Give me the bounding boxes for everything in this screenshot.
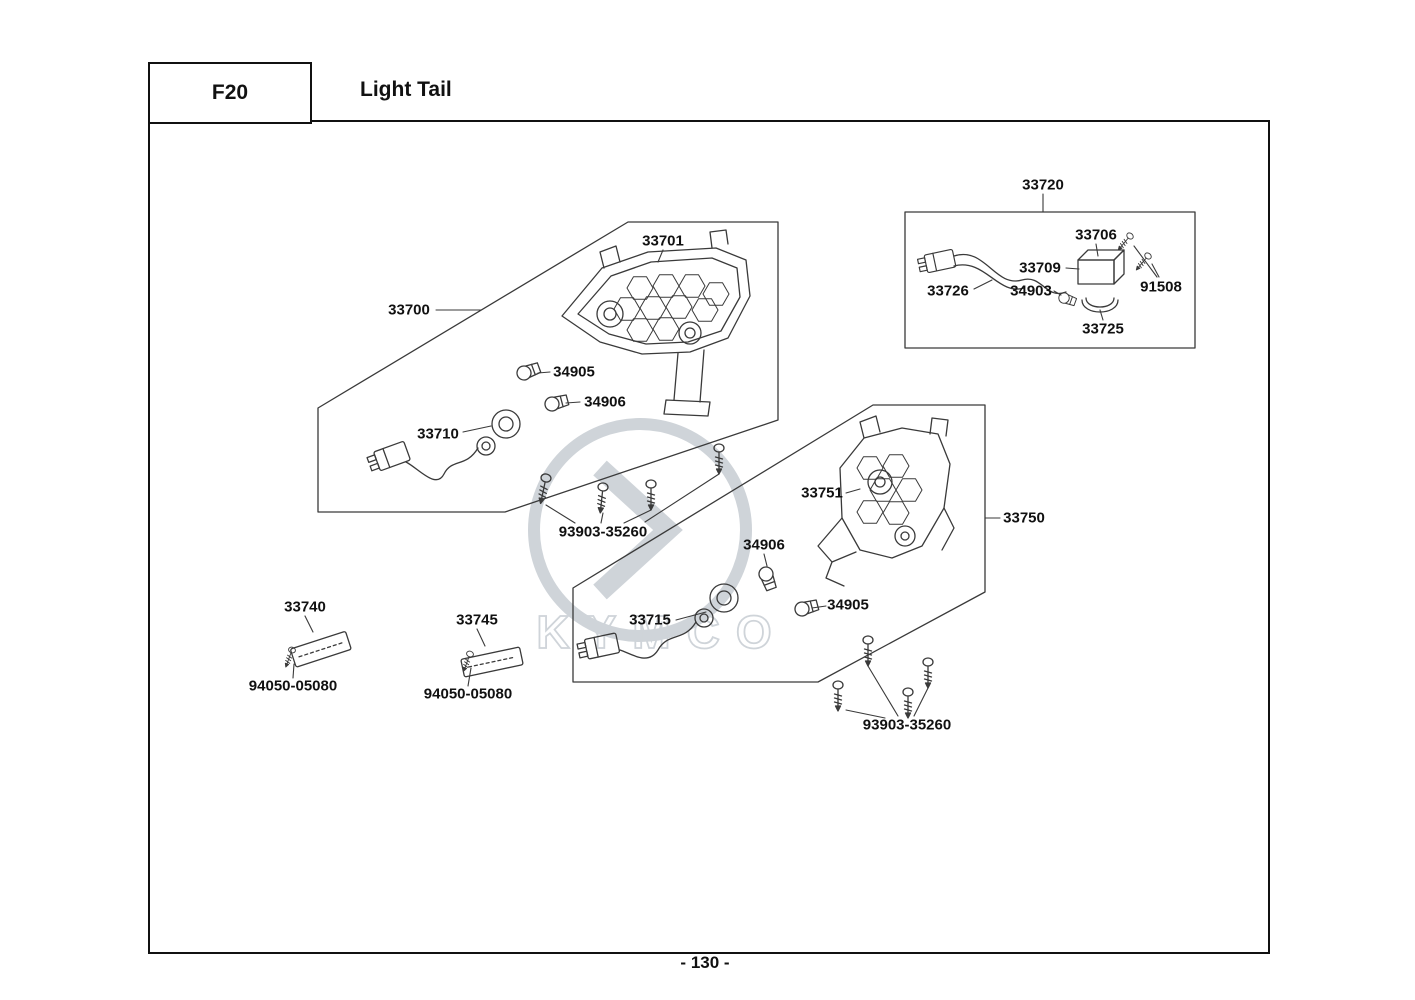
label-lens-right: 33751 xyxy=(801,484,843,502)
diagram-frame xyxy=(148,120,1270,954)
label-relay-band: 33725 xyxy=(1082,320,1124,338)
section-code-box: F20 xyxy=(148,62,312,124)
label-relay-wire: 33726 xyxy=(927,282,969,300)
label-relay-suspension: 33709 xyxy=(1019,259,1061,277)
label-bulb-34906-right: 34906 xyxy=(743,536,785,554)
label-screws-right: 93903-35260 xyxy=(862,716,952,734)
label-tail-light-left: 33700 xyxy=(388,301,430,319)
label-relay-assy: 33720 xyxy=(1022,176,1064,194)
label-socket-cord-right: 33715 xyxy=(629,611,671,629)
label-reflector-right: 33745 xyxy=(456,611,498,629)
label-screws-left: 93903-35260 xyxy=(558,523,648,541)
label-lens-left: 33701 xyxy=(642,232,684,250)
label-screw-91508: 91508 xyxy=(1140,278,1182,296)
label-bulb-34905-right: 34905 xyxy=(827,596,869,614)
label-nut-left: 94050-05080 xyxy=(248,677,338,695)
label-bulb-34906-left: 34906 xyxy=(584,393,626,411)
label-nut-right: 94050-05080 xyxy=(423,685,513,703)
label-tail-light-right: 33750 xyxy=(1003,509,1045,527)
page-title: Light Tail xyxy=(360,78,452,101)
label-socket-cord-left: 33710 xyxy=(417,425,459,443)
label-bulb-34903: 34903 xyxy=(1010,282,1052,300)
section-code: F20 xyxy=(211,81,249,104)
label-winker-relay: 33706 xyxy=(1075,226,1117,244)
label-bulb-34905-left: 34905 xyxy=(553,363,595,381)
label-reflector-left: 33740 xyxy=(284,598,326,616)
page-number: - 130 - xyxy=(680,953,730,972)
